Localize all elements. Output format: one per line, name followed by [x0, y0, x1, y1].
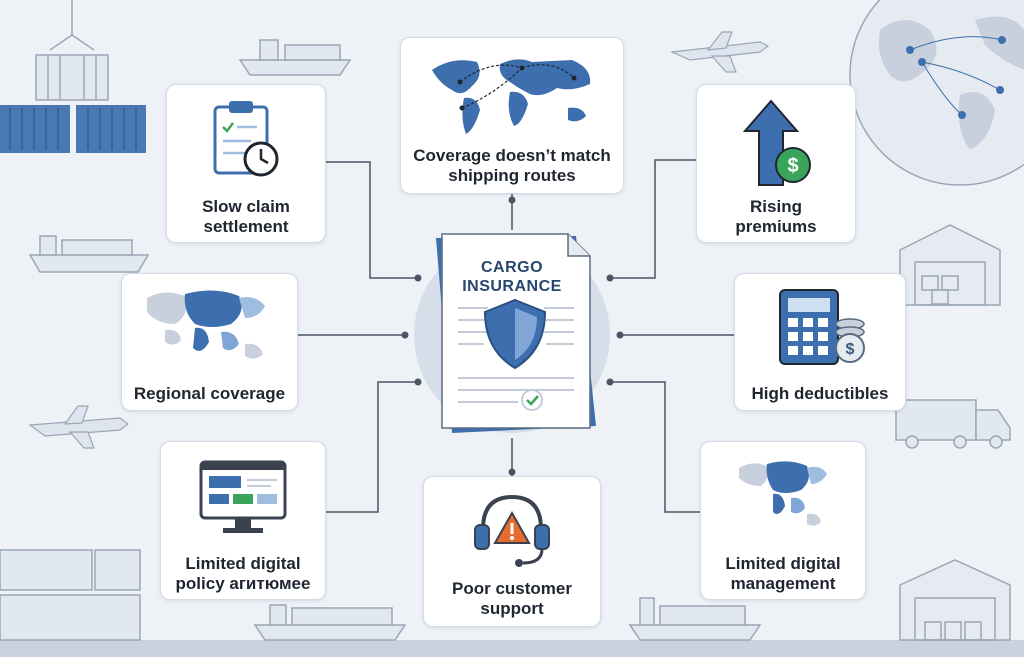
node-rising-premiums: $ Rising premiums	[696, 84, 856, 243]
globe-illustration	[849, 0, 1024, 186]
asia-map-icon	[146, 290, 265, 359]
cargo-insurance-document	[436, 233, 596, 433]
node-coverage-routes: Coverage doesn’t match shipping routes	[400, 37, 624, 194]
blue-containers	[0, 105, 146, 153]
asia-map-icon	[739, 461, 827, 526]
headset-warning-icon	[474, 494, 550, 567]
node-high-deductibles: $ High deductibles	[734, 273, 906, 411]
node-label: Limited digital policy агитюмее	[175, 554, 311, 593]
node-label: Coverage doesn’t match shipping routes	[413, 146, 611, 185]
node-label: High deductibles	[751, 384, 889, 403]
warehouse-illustration-bottom	[899, 559, 1011, 641]
node-label: Rising premiums	[735, 197, 817, 236]
connector-dots	[401, 196, 624, 476]
node-regional-coverage: Regional coverage	[121, 273, 298, 411]
computer-monitor-icon	[199, 460, 287, 533]
svg-text:$: $	[787, 155, 798, 177]
shield-icon	[483, 298, 547, 370]
ship-illustration-top	[238, 39, 352, 76]
center-title: CARGO INSURANCE	[462, 259, 562, 295]
calculator-coins-icon: $	[779, 289, 865, 365]
ship-illustration-bottom-right	[628, 597, 762, 641]
clipboard-clock-icon	[213, 101, 279, 177]
node-customer-support: Poor customer support	[423, 476, 601, 627]
ship-illustration-left	[28, 235, 150, 273]
node-label: Slow claim settlement	[202, 197, 290, 236]
warehouse-illustration-right	[899, 224, 1001, 306]
node-label: Regional coverage	[133, 384, 286, 403]
truck-illustration	[895, 399, 1011, 449]
node-label: Limited digital management	[725, 554, 841, 593]
rising-arrow-dollar-icon: $	[742, 99, 811, 186]
check-seal-icon	[521, 389, 543, 411]
airplane-illustration-left	[28, 405, 129, 449]
containers-bottom-left	[0, 549, 141, 641]
world-map-routes-icon	[432, 59, 591, 134]
node-label: Poor customer support	[452, 579, 572, 618]
node-digital-management: Limited digital management	[700, 441, 866, 600]
node-digital-policy: Limited digital policy агитюмее	[160, 441, 326, 600]
svg-text:$: $	[846, 341, 855, 358]
crane-container-illustration	[35, 0, 109, 101]
node-slow-claim: Slow claim settlement	[166, 84, 326, 243]
ship-illustration-bottom-left	[253, 604, 407, 641]
airplane-illustration-top	[669, 31, 770, 73]
